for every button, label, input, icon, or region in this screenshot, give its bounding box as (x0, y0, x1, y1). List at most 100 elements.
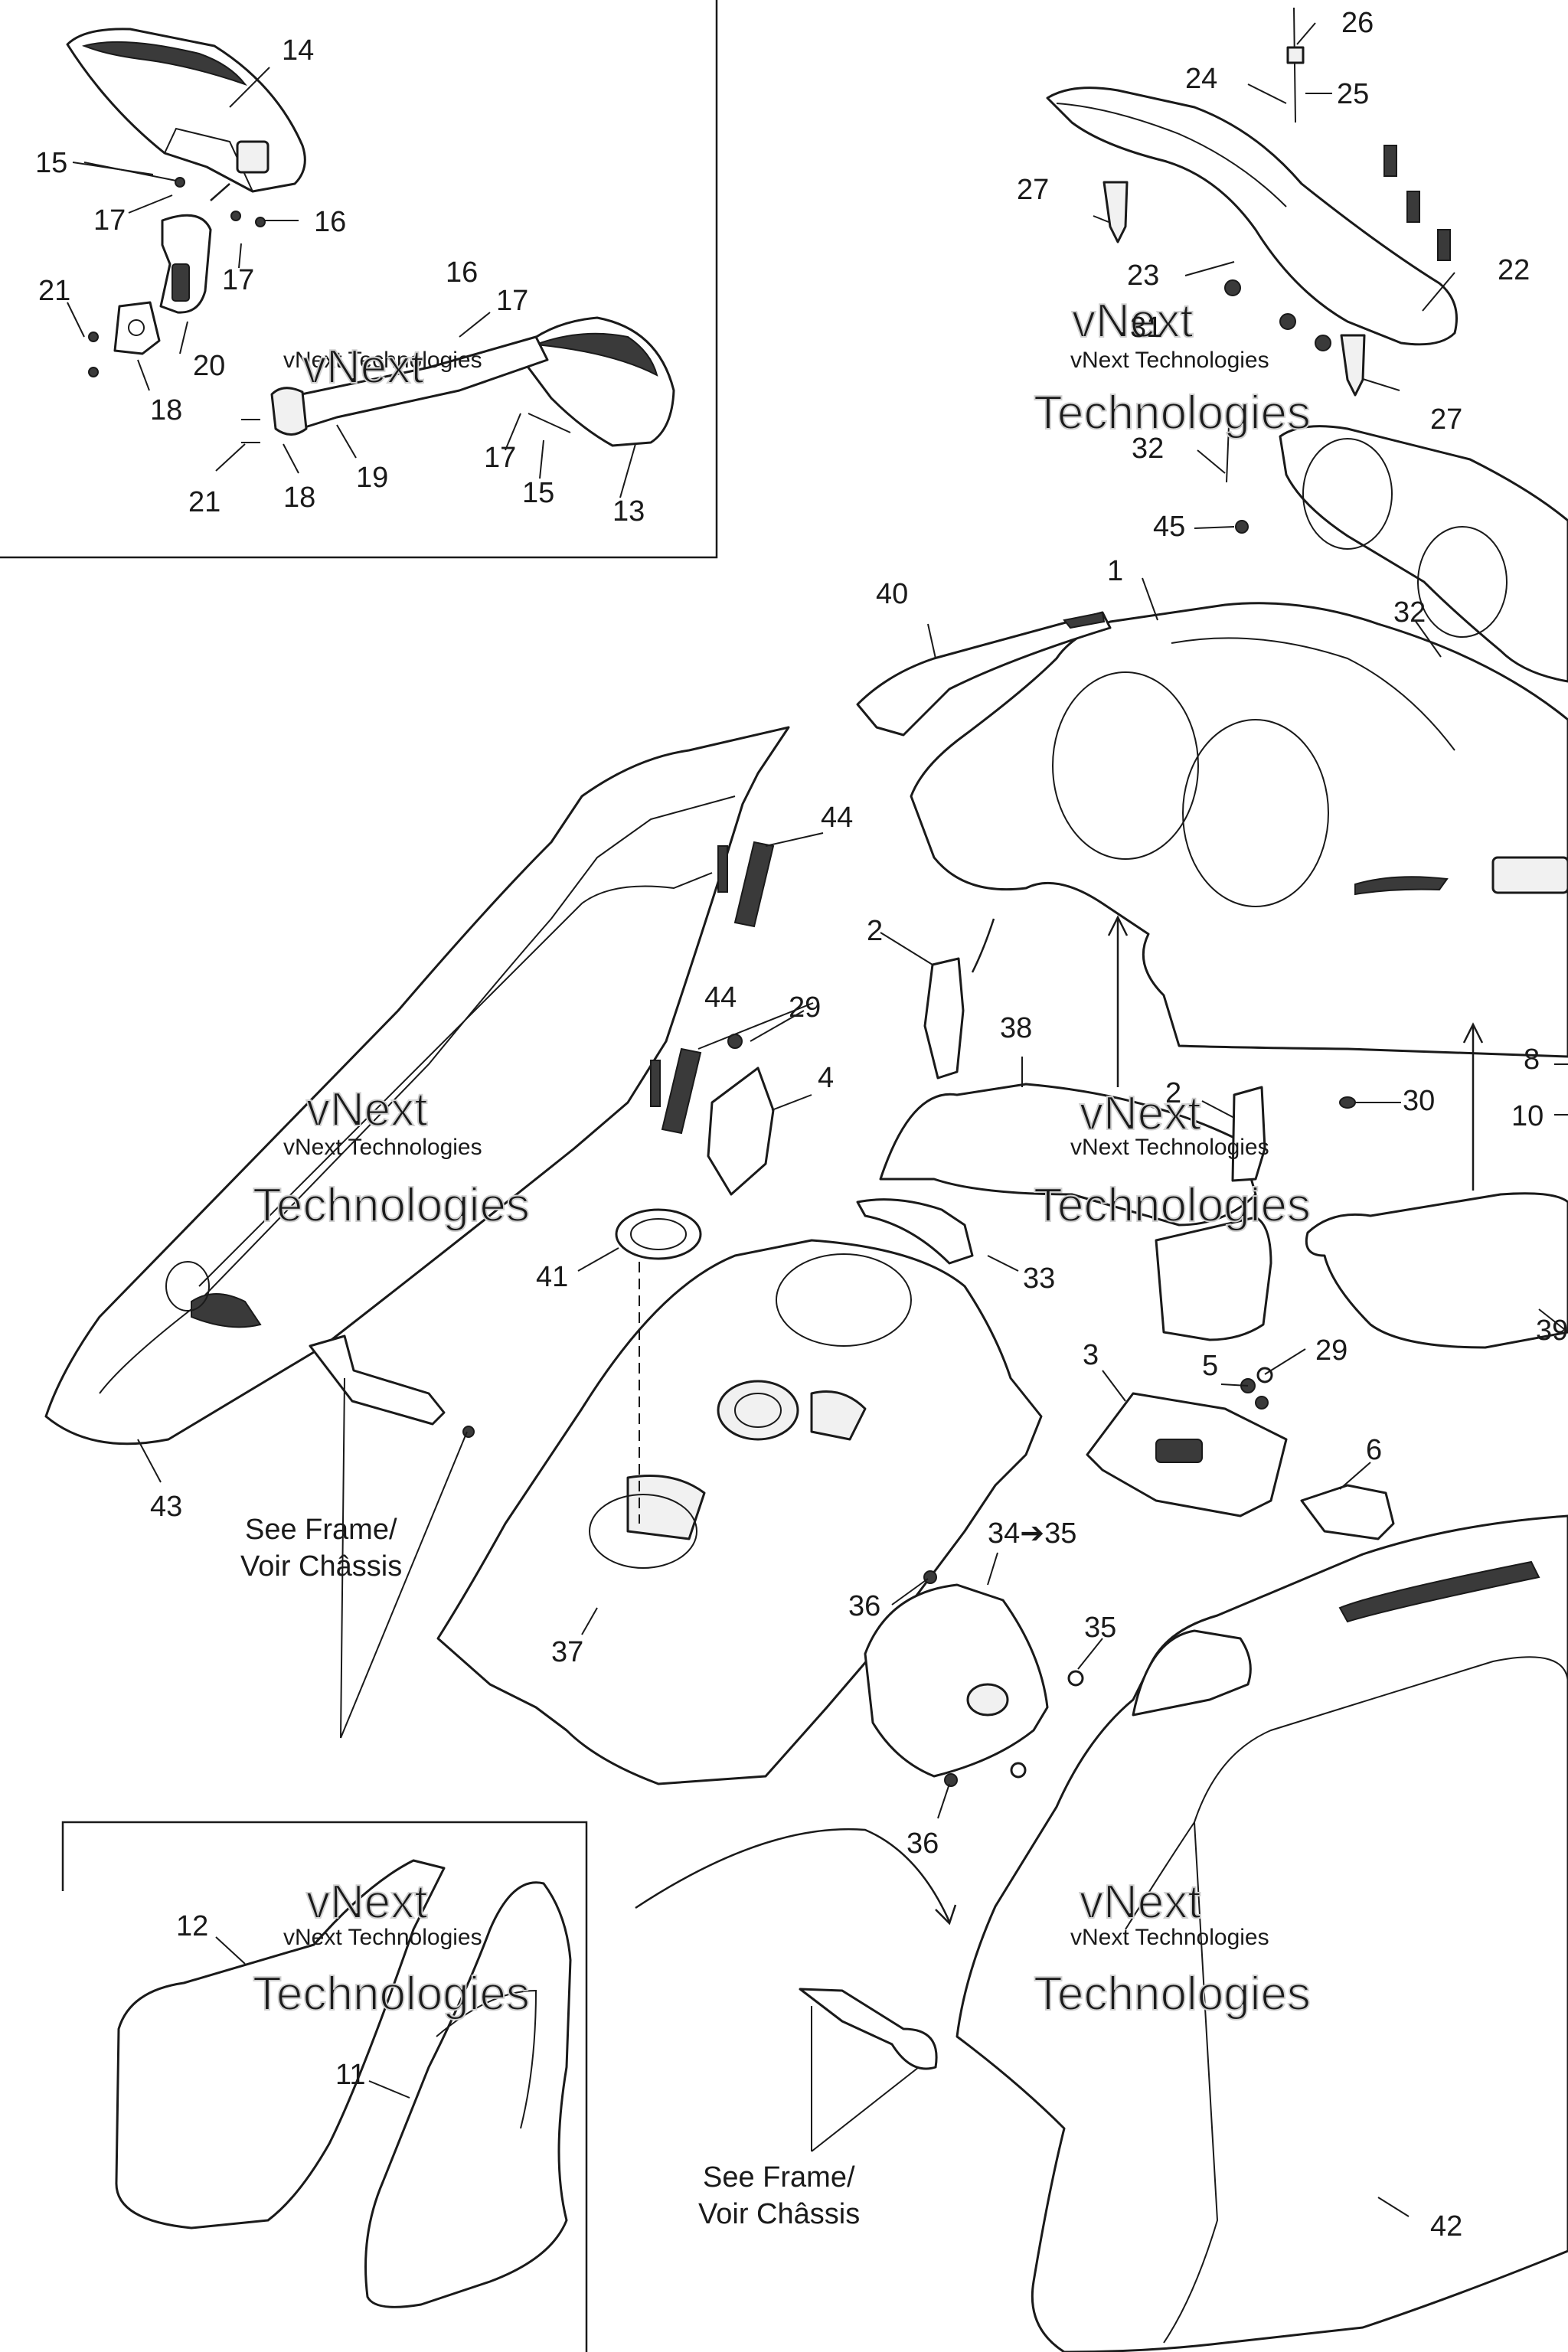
callout-37: 37 (551, 1636, 583, 1668)
callout-13: 13 (612, 495, 645, 528)
callout-31: 31 (1130, 312, 1162, 344)
callout-22: 22 (1498, 254, 1530, 286)
mirror-hardware (83, 162, 571, 443)
callout-15-inset: 15 (35, 147, 67, 179)
callout-2-a: 2 (867, 915, 883, 947)
watermark-text: vNext Technologies (283, 1925, 482, 1950)
callout-17-inset-a: 17 (93, 204, 126, 237)
callout-21-inset-a: 21 (38, 275, 70, 307)
side-panel-left-43 (44, 726, 790, 1446)
callout-19: 19 (356, 462, 388, 494)
callout-12: 12 (176, 1910, 208, 1942)
callout-17-inset-c: 17 (496, 285, 528, 317)
hardware-5-29-30 (1240, 1096, 1356, 1410)
callout-43: 43 (150, 1491, 182, 1523)
see-frame-note-right-line2: Voir Châssis (698, 2198, 860, 2230)
fairing-flank-39 (1305, 1192, 1568, 1349)
watermark-text: vNext Technologies (1070, 1925, 1269, 1950)
callout-44-b: 44 (704, 982, 737, 1014)
callout-11: 11 (335, 2059, 365, 2091)
watermark-text-big: vNext (1080, 1876, 1200, 1929)
hand-grip-2 (923, 957, 1266, 1182)
watermark-text: vNext Technologies (283, 1135, 482, 1160)
console-tray-38 (879, 1083, 1272, 1341)
glove-box-34 (864, 1570, 1084, 1787)
callout-5: 5 (1202, 1350, 1218, 1382)
callout-36-b: 36 (906, 1828, 939, 1860)
callout-16-inset-a: 16 (314, 206, 346, 238)
gauge-housing (1279, 425, 1568, 683)
callout-8: 8 (1524, 1044, 1540, 1076)
watermark-text-big: vNext (306, 1083, 427, 1136)
watermark-text: vNext Technologies (1070, 1135, 1269, 1160)
mirror-stem-19 (270, 335, 549, 436)
callout-labels: 14 15 17 16 17 21 16 17 20 18 17 19 15 2… (35, 7, 1568, 2243)
side-trim-44 (661, 841, 775, 1135)
mirror-left-14 (66, 28, 306, 193)
frame-handle-left (309, 1334, 475, 1438)
callout-3: 3 (1083, 1339, 1099, 1371)
callout-39: 39 (1536, 1315, 1568, 1347)
callout-25: 25 (1337, 78, 1369, 110)
callout-41: 41 (536, 1261, 568, 1293)
assembly-arrows (210, 183, 1484, 1926)
callout-2-b: 2 (1165, 1077, 1181, 1109)
callout-27-a: 27 (1017, 174, 1049, 206)
callout-44-a: 44 (821, 802, 853, 834)
see-frame-note-left-line1: See Frame/ (245, 1514, 397, 1546)
inset-mirrors-frame (0, 0, 718, 559)
console-cap-41 (615, 1208, 702, 1524)
callout-16-inset-b: 16 (446, 256, 478, 289)
deflector-12 (115, 1859, 446, 2230)
callout-45: 45 (1153, 511, 1185, 543)
callout-14: 14 (282, 34, 314, 67)
callout-6: 6 (1366, 1434, 1382, 1466)
callout-26: 26 (1341, 7, 1374, 39)
center-console-37 (436, 1239, 1043, 1785)
callout-38: 38 (1000, 1012, 1032, 1044)
inset-deflectors-frame (61, 1821, 588, 2352)
watermark-text-big: Technologies (253, 1179, 530, 1232)
callout-18-inset-a: 18 (150, 394, 182, 426)
callout-33: 33 (1023, 1263, 1055, 1295)
watermark-text-big: vNext (1072, 295, 1193, 348)
callout-23: 23 (1127, 260, 1159, 292)
see-frame-note-left-line2: Voir Châssis (240, 1550, 402, 1583)
callout-30: 30 (1403, 1085, 1435, 1117)
frame-handle-right (799, 1988, 938, 2070)
watermark-2: vNext Technologies vNext Technologies (1033, 294, 1312, 440)
watermark-6: vNext Technologies vNext Technologies (1033, 1875, 1312, 2021)
callout-32-a: 32 (1132, 433, 1164, 465)
mirror-clamp-18-left (113, 301, 161, 355)
watermark-text-big: Technologies (1034, 1968, 1311, 2020)
console-vent-33 (856, 1198, 974, 1265)
callout-15-inset-b: 15 (522, 477, 554, 509)
callout-40: 40 (876, 578, 908, 610)
watermark-1: vNext Technologies vNext (283, 340, 482, 394)
callout-29-a: 29 (789, 991, 821, 1024)
callout-32-b: 32 (1393, 596, 1426, 629)
callout-29-b: 29 (1315, 1334, 1348, 1367)
deflector-11 (364, 1881, 572, 2308)
watermark-text: vNext Technologies (283, 348, 482, 373)
callout-34-35: 34➔35 (988, 1517, 1076, 1550)
callout-17-inset-b: 17 (222, 264, 254, 296)
side-panel-right-42 (956, 1514, 1568, 2352)
watermark-5: vNext Technologies vNext Technologies (252, 1875, 531, 2021)
watermark-3: vNext Technologies vNext Technologies (252, 1083, 531, 1233)
front-fairing-1 (910, 602, 1568, 1058)
callout-35: 35 (1084, 1612, 1116, 1644)
callout-27-b: 27 (1430, 403, 1462, 436)
leader-lines (67, 22, 1568, 2217)
watermark-text-big: Technologies (253, 1968, 530, 2020)
mirror-right-13 (519, 316, 675, 447)
callout-21-inset-b: 21 (188, 486, 220, 518)
callout-36-a: 36 (848, 1590, 880, 1622)
callout-42: 42 (1430, 2210, 1462, 2243)
bracket-4 (707, 1034, 775, 1196)
fairing-trim-40 (856, 611, 1112, 737)
see-frame-note-right-line1: See Frame/ (703, 2161, 855, 2194)
callout-24: 24 (1185, 63, 1217, 95)
callout-20: 20 (193, 350, 225, 382)
bracket-6 (1300, 1484, 1395, 1540)
